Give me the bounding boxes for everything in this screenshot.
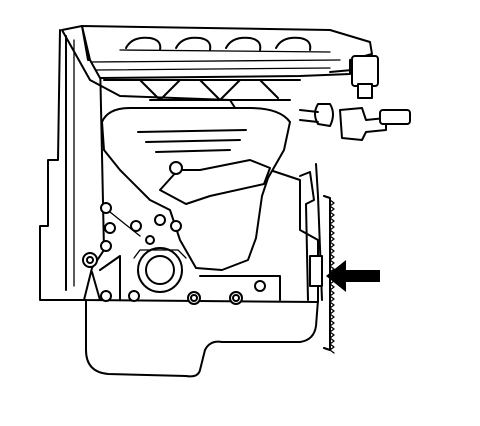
intake-manifold-braces xyxy=(103,79,301,101)
bellhousing-flange xyxy=(299,171,315,301)
heat-shield-ribs xyxy=(137,129,247,153)
lower-cover-frame xyxy=(99,255,281,301)
coolant-fittings xyxy=(299,103,411,141)
throttle-actuator xyxy=(329,55,379,99)
bracket-bolt xyxy=(169,161,183,175)
exhaust-bracket xyxy=(159,159,271,205)
crankshaft-position-sensor xyxy=(309,255,323,287)
block-stud-line xyxy=(109,211,141,237)
crankshaft-pulley xyxy=(133,247,187,293)
arrow-left-icon xyxy=(326,260,380,292)
lower-cover-outline xyxy=(91,271,101,301)
rocker-cover-line xyxy=(91,59,341,63)
ignition-coil-packs xyxy=(119,36,331,53)
oil-pan xyxy=(85,299,319,378)
block-bolts xyxy=(82,202,266,305)
rocker-cover-line-2 xyxy=(95,67,331,71)
block-left-edge xyxy=(39,29,87,301)
